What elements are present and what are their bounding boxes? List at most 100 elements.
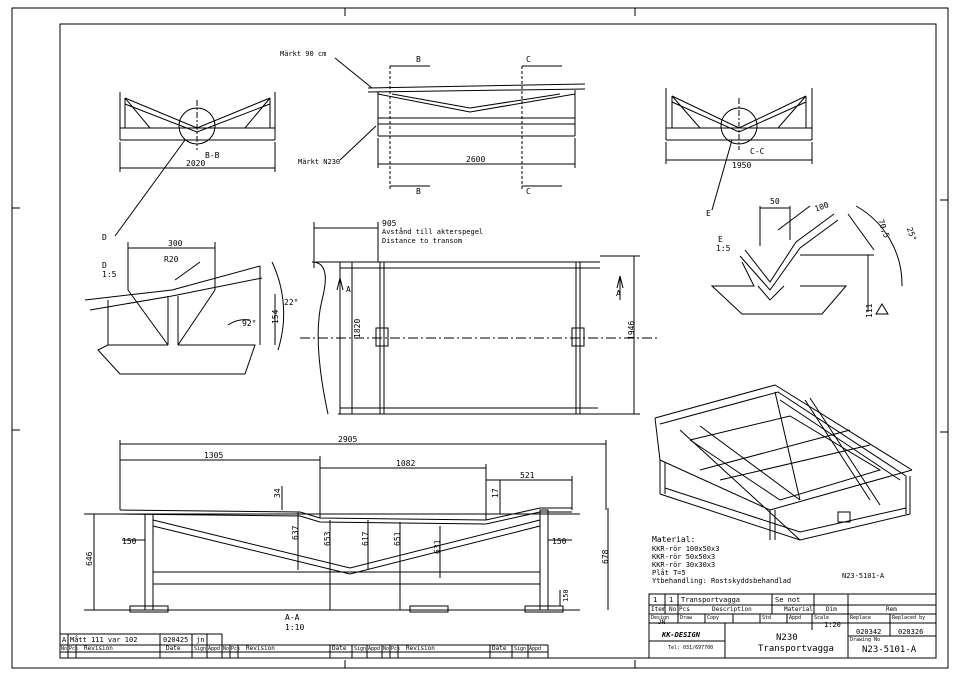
detail-d-154: 154	[271, 309, 280, 324]
rev-h-appd-2: Appd	[368, 646, 380, 652]
aa-678: 678	[601, 549, 610, 564]
section-aa	[84, 440, 609, 613]
tb-pcs: 1	[669, 596, 673, 604]
plan-marker-a2: A	[616, 289, 621, 298]
top-marker-b: B	[416, 55, 421, 64]
aa-150-right: 150	[552, 537, 567, 546]
rev-h-pcs-1: Pcs	[69, 646, 78, 652]
materials-line2: KKR-rör 50x50x3	[652, 553, 715, 561]
drawing-number: N23-5101-A	[862, 645, 917, 655]
company-logo: KK-DESIGN	[661, 631, 701, 639]
tb-design-value: JN	[658, 619, 666, 626]
surface-symbol	[875, 303, 889, 315]
rev-h-sign-3: Sign	[514, 646, 526, 652]
detail-e-scale: 1:5	[716, 244, 731, 253]
tb-date1: 020342	[856, 628, 881, 636]
detail-d-scale: 1:5	[102, 270, 117, 279]
rev-h-sign-2: Sign	[354, 646, 366, 652]
aa-653: 653	[323, 531, 332, 546]
tb-h-description: Description	[712, 606, 752, 613]
rev-h-revision-2: Revision	[246, 645, 275, 652]
rev-text: Mått 111 var 102	[70, 635, 137, 644]
rev-h-sign-1: Sign	[194, 646, 206, 652]
tb-h-material: Material	[784, 606, 813, 613]
rev-date: 020425	[163, 636, 188, 644]
plan-transom-en: Distance to transom	[382, 237, 462, 245]
top-marker-b2: B	[416, 187, 421, 196]
aa-637: 637	[291, 525, 300, 540]
company-phone: Tel: 031/697700	[668, 645, 713, 651]
materials-line1: KKR-rör 100x50x3	[652, 545, 719, 553]
tb-scale-value: 1:20	[824, 621, 841, 629]
detail-e-111: 111	[865, 303, 874, 318]
note-mark-n230: Märkt N230	[298, 158, 340, 166]
rev-letter: A	[62, 636, 67, 644]
rev-h-pcs-3: Pcs	[391, 646, 400, 652]
tb-material: Se not	[775, 596, 800, 604]
aa-631: 631	[433, 539, 442, 554]
detail-d-92: 92°	[242, 319, 256, 328]
note-mark-90: Märkt 90 cm	[280, 50, 326, 58]
rev-h-no-1: No	[61, 646, 67, 652]
detail-e-25: 25°	[905, 226, 918, 243]
top-marker-c2: C	[526, 187, 531, 196]
materials-notes: Material: KKR-rör 100x50x3 KKR-rör 50x50…	[652, 535, 791, 585]
revision-block	[60, 633, 549, 658]
aa-overall: 2905	[338, 435, 357, 444]
tb-h-rem: Rem	[886, 606, 897, 613]
detail-e-70: 70,5	[876, 218, 891, 239]
detail-d-300: 300	[168, 239, 183, 248]
aa-label: A-A	[285, 613, 300, 622]
view-plan	[300, 222, 660, 415]
aa-651: 651	[393, 531, 402, 546]
view-top	[334, 57, 586, 190]
cc-width: 1950	[732, 161, 751, 170]
plan-transom-value: 905	[382, 219, 397, 228]
marker-d: D	[102, 233, 107, 242]
tb-h-pcs: Pcs	[679, 606, 690, 613]
materials-heading: Material:	[652, 535, 695, 544]
tb-h-std: Std	[762, 615, 771, 621]
plan-width-1946: 1946	[627, 321, 636, 340]
tb-h-copy: Copy	[707, 615, 719, 621]
detail-e-view	[710, 205, 903, 315]
aa-1305: 1305	[204, 451, 223, 460]
aa-150-left: 150	[122, 537, 137, 546]
tb-h-replace: Replace	[850, 615, 871, 621]
aa-521: 521	[520, 471, 535, 480]
detail-d-radius: R20	[164, 255, 179, 264]
rev-h-revision-1: Revision	[84, 645, 113, 652]
tb-item-no: 1	[653, 596, 657, 604]
bb-label: B-B	[205, 151, 220, 160]
rev-h-date-1: Date	[166, 645, 181, 652]
rev-h-pcs-2: Pcs	[231, 646, 240, 652]
plan-transom-sv: Avstånd till akterspegel	[382, 227, 483, 236]
tb-date2: 020326	[898, 628, 923, 636]
tb-h-replaced: Replaced by	[892, 615, 925, 621]
materials-line3: KKR-rör 30x30x3	[652, 561, 715, 569]
view-bb	[114, 92, 276, 237]
iso-drawing-number: N23-5101-A	[842, 572, 885, 580]
aa-1082: 1082	[396, 459, 415, 468]
marker-e: E	[706, 209, 711, 218]
aa-646: 646	[85, 551, 94, 566]
detail-e-label: E	[718, 235, 723, 244]
detail-d-view	[84, 242, 285, 375]
rev-h-date-2: Date	[332, 645, 347, 652]
detail-e-50: 50	[770, 197, 780, 206]
aa-617: 617	[361, 531, 370, 546]
rev-h-appd-1: Appd	[208, 646, 220, 652]
tb-h-draw: Draw	[680, 615, 693, 621]
cc-label: C-C	[750, 147, 765, 156]
rev-h-revision-3: Revision	[406, 645, 435, 652]
title-block	[648, 593, 937, 659]
plan-marker-a: A	[346, 285, 351, 294]
rev-sign: jn	[196, 636, 204, 644]
drawing-title: Transportvagga	[758, 644, 834, 654]
view-cc	[665, 88, 813, 211]
drawing-code: N230	[776, 633, 798, 643]
rev-h-no-2: No	[223, 646, 229, 652]
aa-150-bottom: 150	[562, 589, 570, 602]
tb-h-dim: Dim	[826, 606, 837, 613]
